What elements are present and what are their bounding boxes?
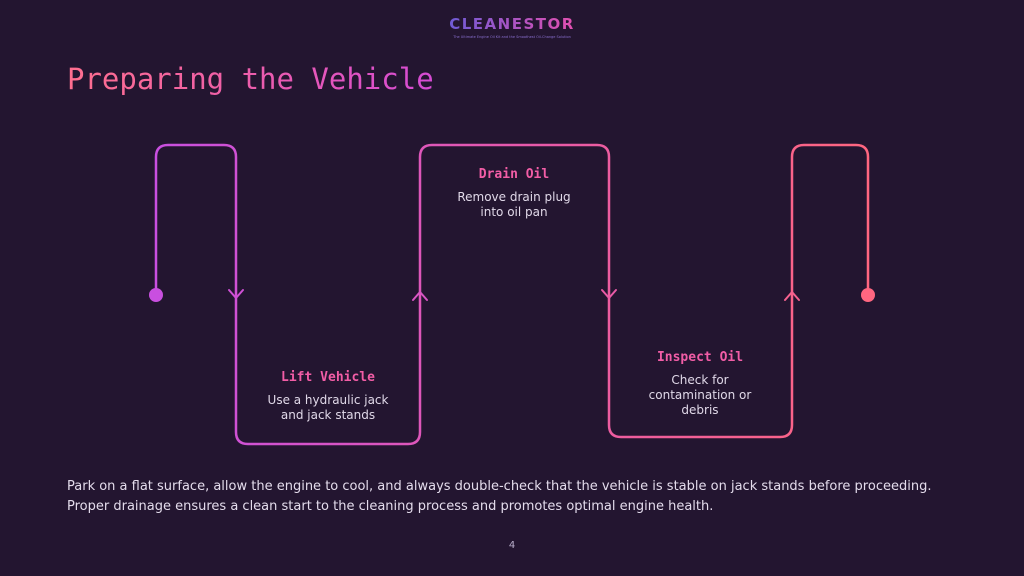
brand-tagline: The Ultimate Engine Oil Kit and the Smoo… <box>453 35 571 39</box>
flow-path <box>154 143 870 446</box>
step-description: Check for contamination or debris <box>620 373 780 418</box>
step-description: Remove drain plug into oil pan <box>434 190 594 220</box>
step-description: Use a hydraulic jack and jack stands <box>248 393 408 423</box>
step-title: Inspect Oil <box>656 350 744 365</box>
step-description-line: and jack stands <box>280 408 376 422</box>
brand-logo: CLEANESTOR The Ultimate Engine Oil Kit a… <box>0 14 1024 39</box>
step-description-line: Use a hydraulic jack <box>267 393 389 407</box>
step-inspect-oil: Inspect Oil Check for contamination or d… <box>620 350 780 418</box>
step-drain-oil: Drain Oil Remove drain plug into oil pan <box>434 167 594 220</box>
step-lift-vehicle: Lift Vehicle Use a hydraulic jack and ja… <box>248 370 408 423</box>
page-number: 4 <box>508 540 516 551</box>
arrow-down-icon <box>228 289 244 299</box>
step-description-line: contamination or <box>648 388 752 402</box>
body-line: Proper drainage ensures a clean start to… <box>67 499 714 514</box>
body-text: Park on a flat surface, allow the engine… <box>67 477 967 517</box>
flow-end-dot <box>861 288 875 302</box>
step-title: Drain Oil <box>478 167 550 182</box>
step-title: Lift Vehicle <box>281 370 375 385</box>
step-description-line: Check for <box>671 373 729 387</box>
step-description-line: Remove drain plug <box>457 190 571 204</box>
step-description-line: into oil pan <box>480 205 548 219</box>
arrow-up-icon <box>784 291 800 301</box>
flow-start-dot <box>149 288 163 302</box>
arrow-down-icon <box>601 289 617 299</box>
arrow-up-icon <box>412 291 428 301</box>
slide-title: Preparing the Vehicle <box>67 62 434 96</box>
brand-name: CLEANESTOR <box>449 15 575 33</box>
step-description-line: debris <box>681 403 719 417</box>
body-line: Park on a flat surface, allow the engine… <box>67 479 932 494</box>
